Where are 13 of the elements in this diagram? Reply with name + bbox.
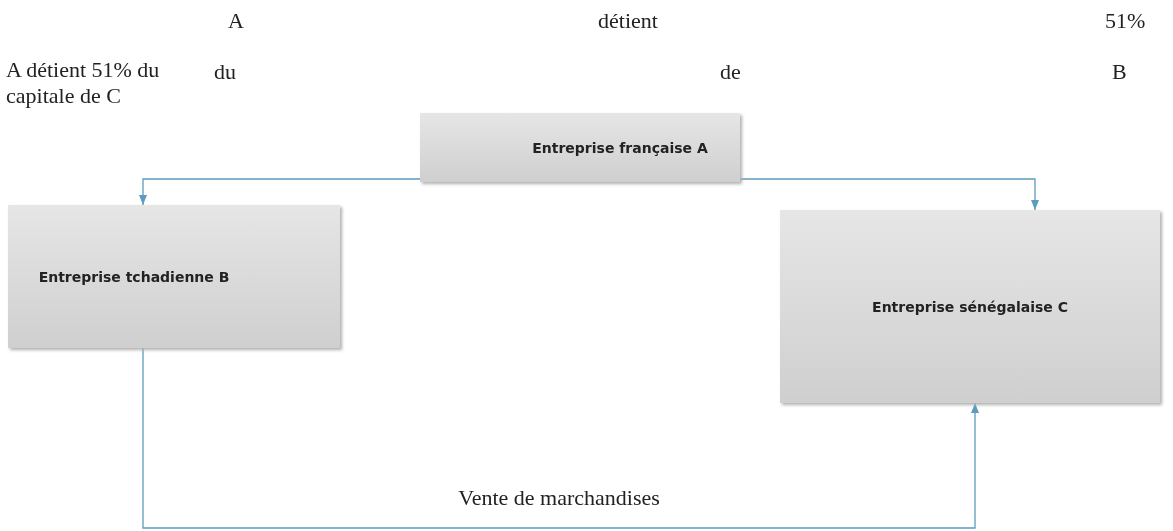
annotation-text: détient (598, 8, 658, 34)
annotation-text: de (720, 59, 741, 85)
process-box: Entreprise tchadienne B (8, 205, 340, 348)
connector-arrow (739, 178, 1040, 211)
annotation-text: du (214, 59, 236, 85)
process-box: Entreprise sénégalaise C (780, 210, 1160, 403)
process-box: Entreprise française A (420, 113, 740, 182)
connector-arrow (142, 347, 980, 529)
connector-arrow (138, 178, 421, 206)
annotation-text: 51% (1105, 8, 1146, 34)
annotation-text: A (228, 8, 244, 34)
annotation-text: B (1112, 59, 1127, 85)
annotation-text: A détient 51% du capitale de C (6, 57, 161, 109)
